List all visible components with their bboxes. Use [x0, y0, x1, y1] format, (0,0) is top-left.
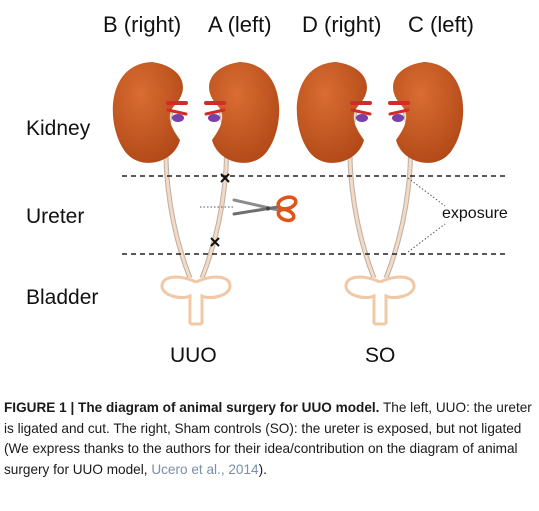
column-label-a: A (left): [208, 12, 272, 37]
column-label-d: D (right): [302, 12, 382, 37]
bladder-so: [344, 275, 416, 326]
surgery-diagram: [112, 62, 505, 326]
row-label-ureter: Ureter: [26, 205, 85, 228]
bladder-uuo: [160, 275, 232, 326]
ligature-mark-icon: [220, 173, 230, 183]
ligature-mark-icon: [210, 237, 220, 247]
column-label-b: B (right): [103, 12, 182, 37]
kidney-a: [204, 62, 280, 163]
group-label-uuo: UUO: [170, 344, 217, 367]
row-label-kidney: Kidney: [26, 117, 91, 140]
figure-caption: FIGURE 1 | The diagram of animal surgery…: [4, 398, 536, 480]
exposure-label: exposure: [442, 205, 508, 222]
kidney-b: [112, 62, 188, 163]
caption-label: FIGURE 1 | The diagram of animal surgery…: [4, 400, 380, 415]
caption-citation[interactable]: Ucero et al., 2014: [151, 461, 259, 477]
kidney-c: [388, 62, 464, 163]
group-label-so: SO: [365, 344, 396, 367]
caption-end: ).: [258, 461, 267, 477]
ureters: [163, 111, 413, 279]
caption-text: The left, UUO: the ureter is ligated and…: [4, 400, 532, 477]
column-label-c: C (left): [408, 12, 474, 37]
kidney-d: [296, 62, 372, 163]
scissors-icon: [232, 195, 298, 223]
row-label-bladder: Bladder: [26, 286, 99, 309]
